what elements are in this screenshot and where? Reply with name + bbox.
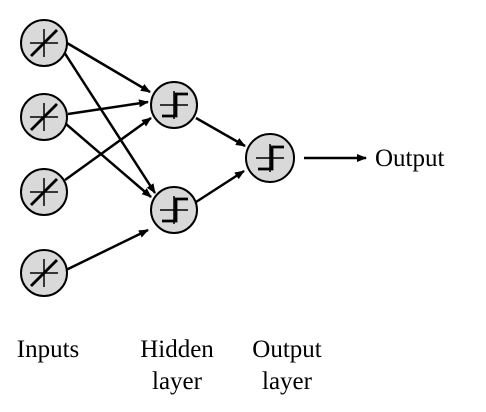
hidden-layer-label-line1: Hidden: [140, 336, 214, 363]
input-node-3: [20, 168, 68, 216]
input-node-1: [20, 19, 68, 67]
output-layer-label-line1: Output: [252, 336, 322, 363]
connections: [62, 41, 367, 272]
connection-input3-hidden1: [64, 116, 152, 182]
connection-input1-hidden2: [62, 51, 157, 194]
connection-hidden2-output: [195, 169, 245, 204]
connection-input2-hidden2: [65, 123, 152, 198]
step-icon: [256, 144, 284, 172]
output-layer-label-line2: layer: [262, 368, 313, 395]
step-icon: [160, 196, 188, 224]
output-node: [245, 133, 295, 183]
connection-input2-hidden1: [67, 99, 149, 116]
output-label: Output: [375, 145, 445, 172]
linear-icon: [30, 178, 58, 206]
connection-input4-hidden2: [65, 228, 149, 272]
linear-icon: [30, 29, 58, 57]
connection-input1-hidden1: [66, 41, 151, 94]
linear-icon: [30, 259, 58, 287]
hidden-node-2: [150, 186, 198, 234]
connection-hidden1-output: [195, 116, 246, 148]
hidden-layer-label-line2: layer: [152, 368, 203, 395]
linear-icon: [30, 103, 58, 131]
hidden-node-1: [150, 81, 198, 129]
step-icon: [160, 91, 188, 119]
input-node-2: [20, 93, 68, 141]
input-node-4: [20, 249, 68, 297]
inputs-label: Inputs: [17, 336, 80, 363]
